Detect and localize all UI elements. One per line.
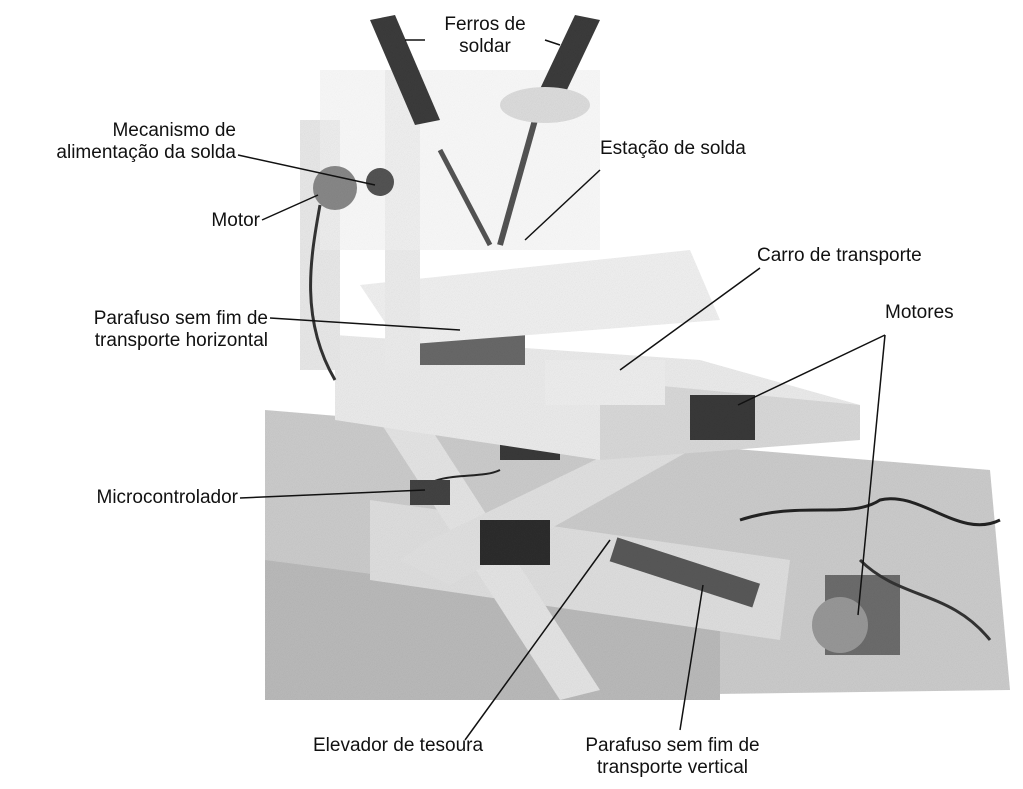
carriage-block [545, 360, 665, 405]
label-mecanismo-line2: alimentação da solda [56, 142, 236, 163]
leader-ferros-right [544, 39, 561, 46]
label-motor: Motor [211, 210, 260, 231]
iron-tip-left [437, 148, 493, 247]
leader-motores-b [857, 334, 886, 616]
feed-wheel [366, 168, 394, 196]
leader-mecanismo [237, 154, 376, 186]
leader-motor [261, 194, 319, 221]
label-ferros-line1: Ferros de [444, 14, 526, 35]
label-mecanismo: Mecanismo de alimentação da solda [0, 120, 236, 164]
label-estacao-de-solda: Estação de solda [600, 138, 746, 159]
label-ferros-de-soldar: Ferros de soldar [425, 14, 545, 58]
iron-tip-right [497, 119, 538, 246]
motor-cable [309, 204, 337, 381]
leader-parafuso-h [269, 317, 461, 331]
label-parafuso-v-line1: Parafuso sem fim de [585, 735, 760, 756]
label-parafuso-h-line1: Parafuso sem fim de [93, 308, 268, 329]
label-parafuso-vertical: Parafuso sem fim de transporte vertical [565, 735, 780, 779]
vertical-screw [609, 537, 761, 608]
leader-motores-a [737, 334, 886, 406]
top-board [360, 250, 720, 345]
label-elevador-de-tesoura: Elevador de tesoura [313, 735, 484, 756]
leader-carro [619, 267, 761, 371]
motor-vertical-face [812, 597, 868, 653]
base-table-side [265, 560, 720, 700]
iron-holder [500, 87, 590, 123]
label-parafuso-h-line2: transporte horizontal [94, 330, 268, 351]
label-mecanismo-line1: Mecanismo de [112, 120, 236, 141]
leader-estacao [524, 169, 601, 241]
microcontroller-board [410, 480, 450, 505]
label-carro-de-transporte: Carro de transporte [757, 245, 922, 266]
leader-parafuso-v [679, 584, 704, 731]
soldering-iron-left [370, 15, 440, 125]
label-parafuso-horizontal: Parafuso sem fim de transporte horizonta… [0, 308, 268, 352]
leader-elevador [464, 539, 611, 741]
label-parafuso-v-line2: transporte vertical [596, 757, 748, 778]
motor-disc [313, 166, 357, 210]
label-ferros-line2: soldar [459, 36, 511, 57]
wires [739, 497, 1001, 527]
wires-2 [858, 558, 992, 641]
lift-slot-1 [480, 520, 550, 565]
label-motores: Motores [885, 302, 954, 323]
label-microcontrolador: Microcontrolador [96, 487, 239, 508]
leader-micro [239, 489, 426, 499]
